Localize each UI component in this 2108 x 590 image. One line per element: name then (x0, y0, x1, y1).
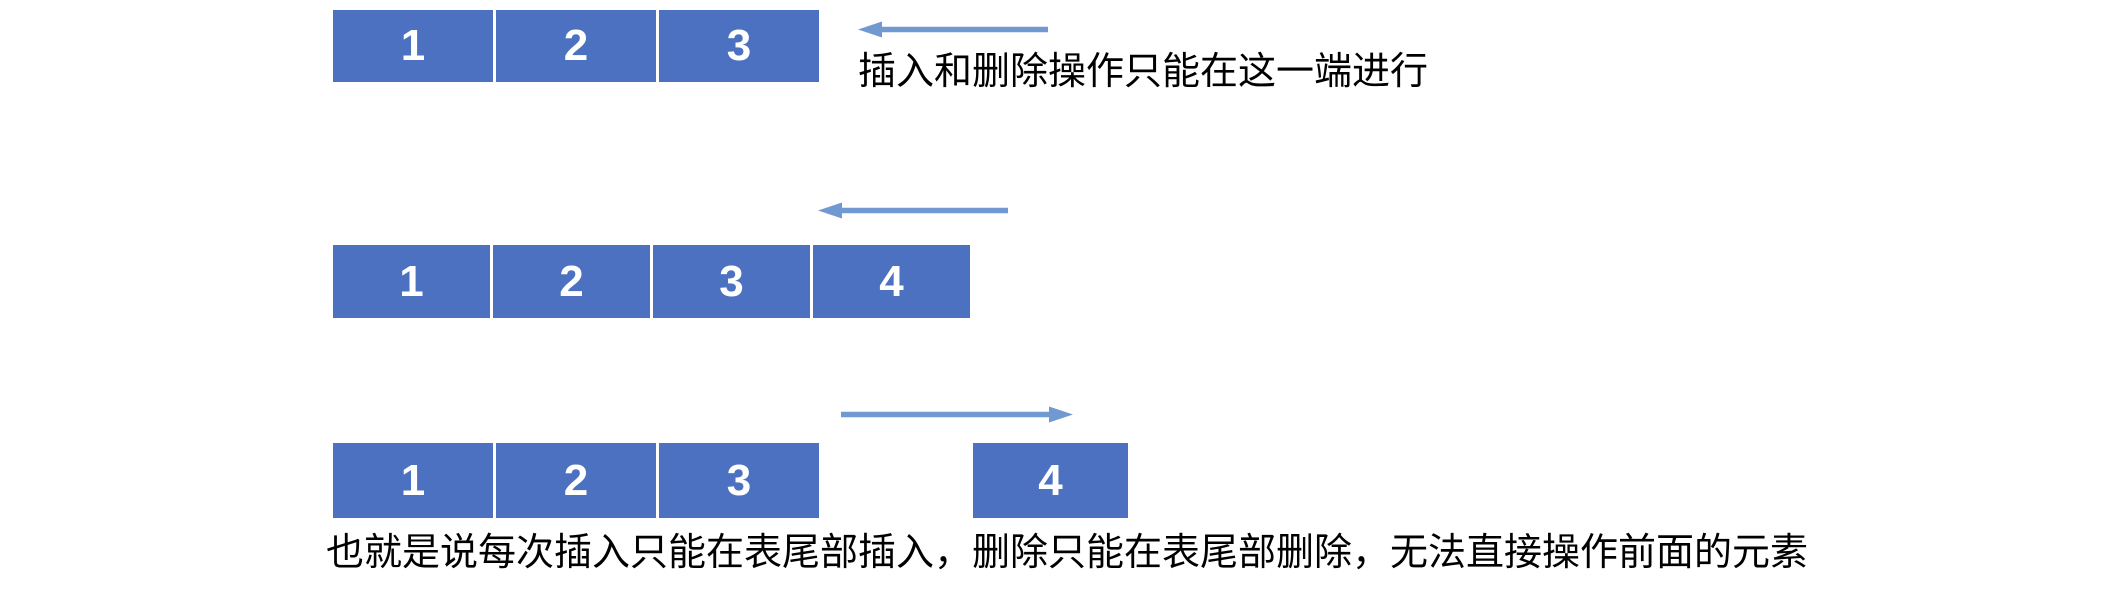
array-cell: 2 (496, 443, 656, 518)
array-cell: 3 (659, 443, 819, 518)
array-cell: 3 (659, 10, 819, 82)
row1-caption: 插入和删除操作只能在这一端进行 (858, 51, 1429, 93)
left-arrow-icon (818, 202, 1008, 219)
array-cell: 1 (333, 443, 493, 518)
right-arrow-icon (841, 406, 1073, 423)
left-arrow-icon (858, 21, 1048, 38)
detached-array-cell: 4 (973, 443, 1128, 518)
array-row-3: 1 2 3 (333, 443, 819, 518)
array-cell: 1 (333, 245, 490, 318)
array-cell: 1 (333, 10, 493, 82)
array-row-1: 1 2 3 (333, 10, 819, 82)
array-cell: 2 (493, 245, 650, 318)
array-cell: 3 (653, 245, 810, 318)
array-row-2: 1 2 3 4 (333, 245, 970, 318)
footer-caption: 也就是说每次插入只能在表尾部插入，删除只能在表尾部删除，无法直接操作前面的元素 (326, 532, 1809, 574)
array-cell: 2 (496, 10, 656, 82)
array-cell: 4 (813, 245, 970, 318)
